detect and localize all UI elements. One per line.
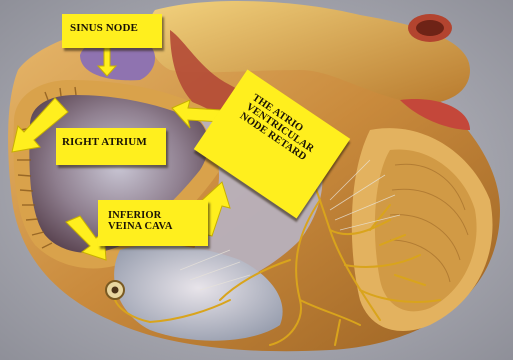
label-inferior-vena-cava: INFERIOR VEINA CAVA (98, 200, 208, 246)
label-right-atrium: RIGHT ATRIUM (56, 128, 166, 165)
label-sinus-node: SINUS NODE (62, 14, 162, 48)
label-line: VEINA CAVA (108, 221, 208, 232)
label-line: INFERIOR (108, 210, 208, 221)
label-text: SINUS NODE (70, 23, 162, 35)
label-text: RIGHT ATRIUM (62, 137, 166, 149)
